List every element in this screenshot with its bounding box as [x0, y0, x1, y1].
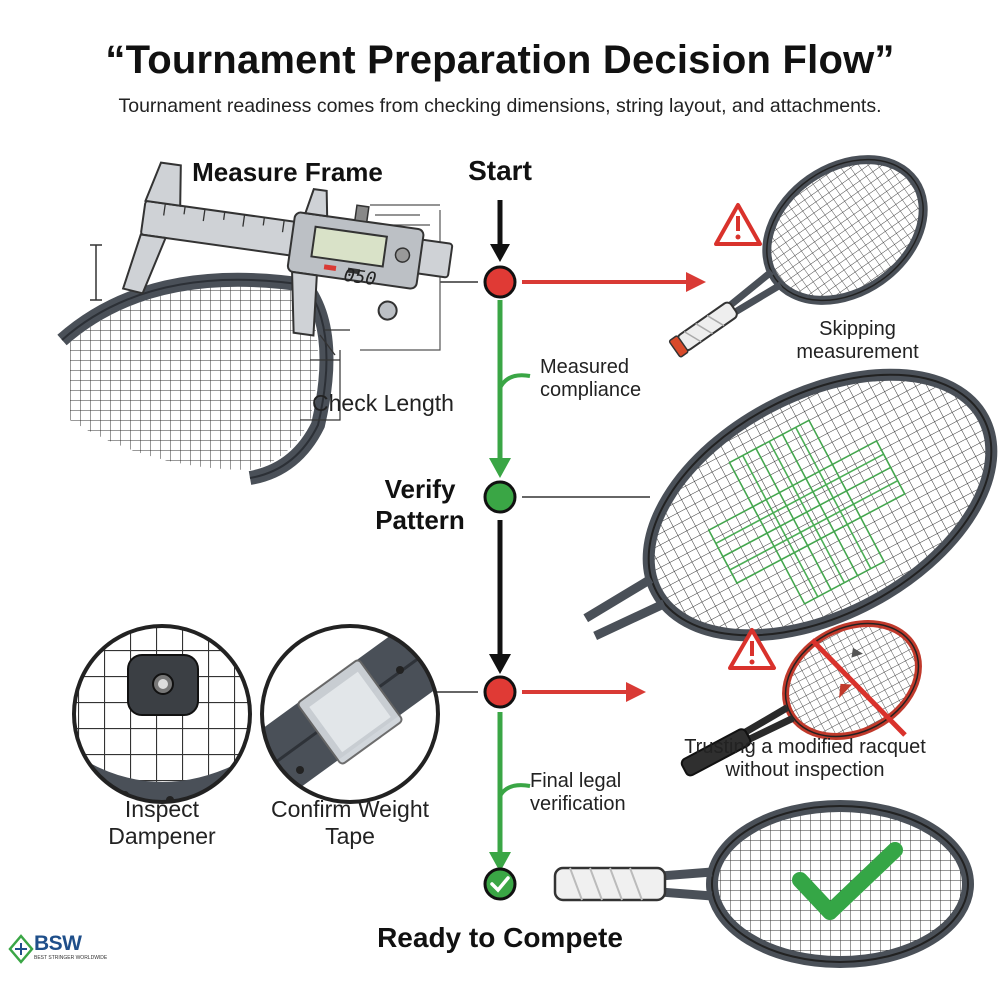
weight-tape-closeup: [260, 624, 440, 804]
logo-tagline: BEST STRINGER WORLDWIDE: [34, 955, 108, 961]
large-check-icon: [792, 842, 903, 920]
confirm-weight-tape-label: Confirm Weight Tape: [270, 796, 430, 849]
logo-name: BSW: [34, 932, 82, 955]
caliper-racquet-illustration: [57, 161, 454, 485]
warning-icon-skip: [714, 203, 762, 246]
red-arrow-skip: [522, 272, 706, 292]
green-arrow-compliance: [489, 300, 531, 478]
black-arrow-pattern: [489, 520, 511, 674]
modified-racquet-illustration: [680, 620, 922, 777]
final-verification-label: Final legal verification: [530, 770, 626, 816]
warning-icon-modified: [728, 628, 776, 670]
red-arrow-modified: [522, 682, 646, 702]
green-check-node: [483, 867, 517, 901]
page-subtitle: Tournament readiness comes from checking…: [118, 95, 882, 117]
dampener-closeup: [72, 624, 252, 804]
measured-compliance-label: Measured compliance: [540, 356, 642, 402]
logo-mark-icon: [8, 934, 34, 964]
racquet-skip-illustration: [668, 155, 928, 358]
green-node-pattern: [483, 480, 517, 514]
measure-frame-label: Measure Frame: [192, 157, 383, 187]
check-length-label: Check Length: [312, 390, 454, 416]
inspect-dampener-label: Inspect Dampener: [108, 796, 216, 849]
modified-racquet-label: Trusting a modified racquet without insp…: [684, 736, 926, 782]
page-title: “Tournament Preparation Decision Flow”: [105, 38, 895, 82]
ready-label: Ready to Compete: [377, 922, 623, 953]
red-node-measure: [483, 265, 517, 299]
bsw-logo: BSW BEST STRINGER WORLDWIDE: [8, 930, 107, 970]
start-arrow: [490, 200, 510, 262]
start-label: Start: [468, 155, 532, 186]
ready-racquet-illustration: [553, 800, 974, 968]
prohibited-slash: [810, 638, 907, 737]
pattern-racquet-illustration: [583, 368, 998, 642]
verify-pattern-label: Verify Pattern: [375, 474, 465, 536]
red-node-attachments: [483, 675, 517, 709]
green-arrow-final: [489, 712, 531, 872]
skip-measurement-label: Skipping measurement: [796, 318, 919, 364]
